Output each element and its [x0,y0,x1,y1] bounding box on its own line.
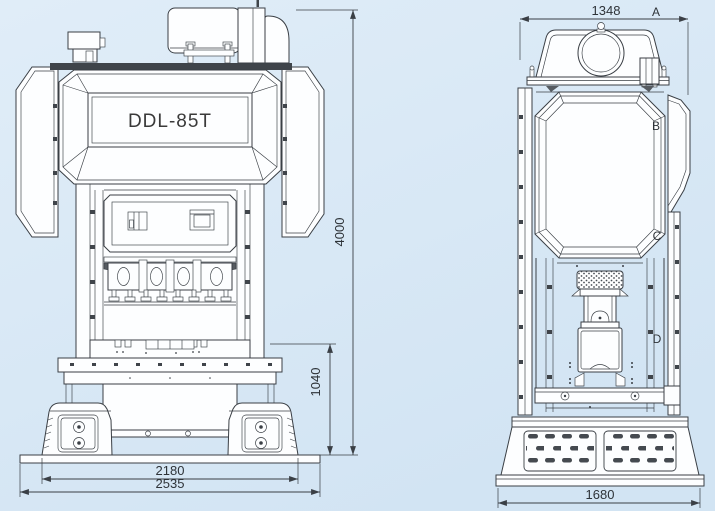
side-base [495,416,705,487]
slide-assembly [103,256,237,306]
ram-assembly [569,270,633,387]
dim-top-width-side: 1348 [519,3,689,95]
vent-plate-right [603,430,677,472]
side-junction-box [639,57,660,88]
top-platform [526,57,670,93]
cross-beam [534,385,681,409]
rear-rail [667,211,681,416]
front-rail [517,87,533,416]
window-left [127,211,148,231]
vent-plate-left [523,430,597,472]
window-right [189,209,215,231]
left-side-cabinet [15,66,59,238]
main-motor [167,7,241,64]
side-view [495,22,705,487]
junction-box [67,31,106,63]
flywheel [577,29,625,77]
slide-feet [108,289,232,302]
left-foot [41,402,113,456]
svg-text:4000: 4000 [332,218,347,247]
dimensions: 4000 1040 2180 2535 1348 [19,3,701,508]
flywheel-housing [535,22,665,78]
bed [57,357,283,385]
svg-text:1348: 1348 [592,3,621,18]
crown: DDL-85T [58,69,282,185]
bolster [89,339,251,359]
vent-pipe [256,0,259,7]
ground-plate [19,454,321,464]
dim-base-width-front: 2535 [19,464,321,497]
lower-column [535,258,665,412]
dim-base-width-side: 1680 [497,487,701,508]
crown-top-plate [50,63,292,70]
dim-feet-width: 2180 [41,458,299,484]
datum-label-d: D [653,332,662,346]
belt-duct [237,0,290,64]
svg-text:2535: 2535 [156,476,185,491]
svg-text:1680: 1680 [586,487,615,502]
dim-bolster-height: 1040 [270,343,336,455]
right-foot [227,402,299,456]
datum-label-b: B [652,119,660,133]
svg-text:1040: 1040 [308,368,323,397]
svg-text:2180: 2180 [156,463,185,478]
model-label: DDL-85T [128,111,212,132]
datum-label-c: C [653,229,662,243]
rear-bulge-cabinet [667,94,691,213]
front-view: DDL-85T [15,0,325,464]
eye-bolt [596,22,606,33]
dim-overall-height: 4000 [296,9,358,456]
datum-label-a: A [652,5,660,19]
right-side-cabinet [281,66,325,238]
frame-side-panel [534,91,666,259]
control-panel [103,194,237,253]
